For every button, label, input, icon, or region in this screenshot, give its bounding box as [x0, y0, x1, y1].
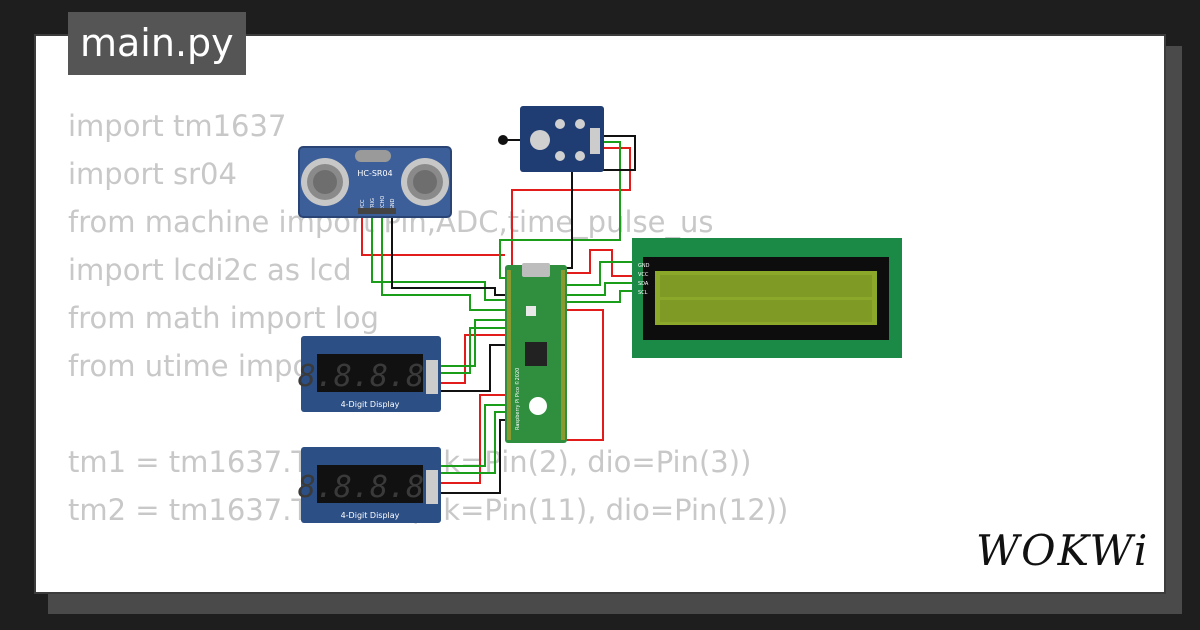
- wire-green: [440, 404, 505, 467]
- wire-green: [440, 319, 505, 367]
- wire-green: [565, 282, 635, 296]
- wire-green: [371, 212, 505, 301]
- file-name-tab: main.py: [68, 12, 246, 75]
- four-digit-display-1[interactable]: 8.8.8.8. 4-Digit Display: [298, 336, 443, 412]
- wire-red: [440, 394, 505, 484]
- code-preview: import tm1637 import sr04 from machine i…: [68, 102, 788, 534]
- wires: [361, 135, 636, 494]
- pin-label: GND: [638, 263, 650, 269]
- wire-red: [565, 309, 604, 441]
- ultrasonic-label: HC-SR04: [357, 169, 392, 178]
- display-label: 4-Digit Display: [341, 511, 400, 520]
- code-line: import tm1637: [68, 109, 287, 143]
- ultrasonic-sensor[interactable]: HC-SR04 VCC TRIG ECHO GND: [298, 146, 452, 218]
- wire-green: [440, 327, 505, 374]
- code-line: from math import log: [68, 301, 379, 335]
- wire-green: [499, 141, 621, 279]
- display-label: 4-Digit Display: [341, 400, 400, 409]
- display-digits: 8.8.8.8.: [298, 470, 443, 505]
- display-digits: 8.8.8.8.: [298, 359, 443, 394]
- pin-label: SCL: [638, 290, 648, 296]
- wire-red: [361, 212, 505, 256]
- wire-green: [565, 261, 635, 286]
- wire-black: [440, 344, 505, 392]
- raspberry-pi-pico[interactable]: Raspberry Pi Pico ©2020: [505, 263, 567, 443]
- pin-label: SDA: [638, 281, 649, 287]
- pin-label: ECHO: [380, 196, 386, 210]
- temperature-sensor[interactable]: [498, 106, 604, 172]
- four-digit-display-2[interactable]: 8.8.8.8. 4-Digit Display: [298, 447, 443, 523]
- pin-label: GND: [390, 198, 396, 210]
- pico-label: Raspberry Pi Pico ©2020: [514, 368, 521, 430]
- wire-red: [440, 334, 505, 384]
- wire-green: [565, 290, 635, 303]
- lcd-display[interactable]: GND VCC SDA SCL: [632, 238, 902, 358]
- pin-label: TRIG: [370, 198, 376, 211]
- wire-green: [440, 411, 505, 474]
- wire-green: [381, 212, 505, 311]
- pin-label: VCC: [360, 199, 366, 210]
- code-line: import lcdi2c as lcd: [68, 253, 352, 287]
- wire-black: [440, 419, 505, 494]
- wire-red: [511, 147, 631, 275]
- wire-red: [560, 249, 635, 277]
- pin-label: VCC: [638, 272, 649, 278]
- wire-black: [391, 212, 505, 296]
- wokwi-logo: WOKWi: [976, 526, 1150, 575]
- code-line: import sr04: [68, 157, 237, 191]
